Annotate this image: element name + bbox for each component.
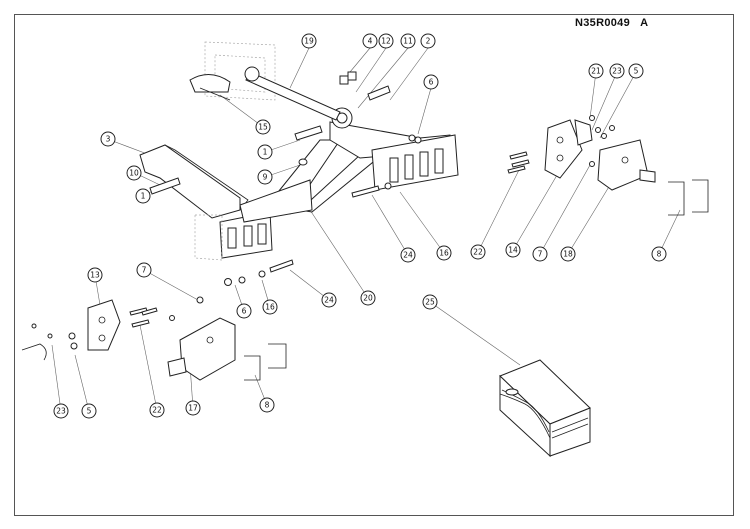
svg-text:8: 8 bbox=[657, 250, 662, 259]
callout-4: 4 bbox=[362, 33, 378, 49]
svg-text:15: 15 bbox=[258, 123, 268, 132]
callout-24: 24 bbox=[400, 247, 416, 263]
callout-23b: 23 bbox=[53, 403, 69, 419]
callout-7b: 7 bbox=[136, 262, 152, 278]
svg-text:12: 12 bbox=[381, 37, 391, 46]
callout-11: 11 bbox=[400, 33, 416, 49]
callouts: 19 4 12 11 2 6 15 3 1 9 10 1 24 16 20 21… bbox=[53, 33, 667, 419]
svg-text:21: 21 bbox=[591, 67, 601, 76]
callout-20: 20 bbox=[360, 290, 376, 306]
svg-text:5: 5 bbox=[634, 67, 639, 76]
callout-17: 17 bbox=[185, 400, 201, 416]
svg-text:23: 23 bbox=[612, 67, 622, 76]
callout-13: 13 bbox=[87, 267, 103, 283]
callout-22b: 22 bbox=[149, 402, 165, 418]
callout-10: 10 bbox=[126, 165, 142, 181]
callout-8b: 8 bbox=[259, 397, 275, 413]
callout-16b: 16 bbox=[262, 299, 278, 315]
callout-22: 22 bbox=[470, 244, 486, 260]
callout-15: 15 bbox=[255, 119, 271, 135]
right-bracket-assembly bbox=[507, 115, 709, 216]
callout-3: 3 bbox=[100, 131, 116, 147]
callout-6: 6 bbox=[423, 74, 439, 90]
svg-text:6: 6 bbox=[429, 78, 434, 87]
callout-1b: 1 bbox=[135, 188, 151, 204]
svg-text:4: 4 bbox=[368, 37, 373, 46]
callout-8: 8 bbox=[651, 246, 667, 262]
drawing-frame bbox=[14, 14, 734, 516]
callout-5: 5 bbox=[628, 63, 644, 79]
svg-text:24: 24 bbox=[403, 251, 413, 260]
svg-text:2: 2 bbox=[426, 37, 431, 46]
callout-19: 19 bbox=[301, 33, 317, 49]
left-bracket-assembly bbox=[21, 259, 294, 381]
svg-text:25: 25 bbox=[425, 298, 435, 307]
svg-text:1: 1 bbox=[263, 148, 268, 157]
svg-text:17: 17 bbox=[188, 404, 198, 413]
packaging-box bbox=[499, 359, 591, 458]
callout-25: 25 bbox=[422, 294, 438, 310]
svg-text:8: 8 bbox=[265, 401, 270, 410]
svg-text:23: 23 bbox=[56, 407, 66, 416]
callout-16: 16 bbox=[436, 245, 452, 261]
callout-24b: 24 bbox=[321, 292, 337, 308]
svg-text:9: 9 bbox=[263, 173, 268, 182]
svg-text:16: 16 bbox=[439, 249, 449, 258]
svg-text:18: 18 bbox=[563, 250, 573, 259]
svg-text:7: 7 bbox=[538, 250, 543, 259]
svg-text:22: 22 bbox=[152, 406, 162, 415]
svg-text:16: 16 bbox=[265, 303, 275, 312]
svg-text:5: 5 bbox=[87, 407, 92, 416]
svg-text:6: 6 bbox=[242, 307, 247, 316]
callout-7: 7 bbox=[532, 246, 548, 262]
callout-9: 9 bbox=[257, 169, 273, 185]
svg-text:20: 20 bbox=[363, 294, 373, 303]
drawing-number: N35R0049 A bbox=[575, 17, 648, 29]
callout-5b: 5 bbox=[81, 403, 97, 419]
svg-text:14: 14 bbox=[508, 246, 518, 255]
main-frame-assembly bbox=[139, 41, 459, 261]
svg-text:13: 13 bbox=[90, 271, 100, 280]
drawing-id-text: N35R0049 bbox=[575, 17, 630, 29]
svg-text:11: 11 bbox=[403, 37, 413, 46]
callout-1: 1 bbox=[257, 144, 273, 160]
drawing-revision: A bbox=[640, 17, 649, 29]
svg-text:24: 24 bbox=[324, 296, 334, 305]
svg-text:7: 7 bbox=[142, 266, 147, 275]
callout-6b: 6 bbox=[236, 303, 252, 319]
callout-18: 18 bbox=[560, 246, 576, 262]
callout-21: 21 bbox=[588, 63, 604, 79]
svg-text:19: 19 bbox=[304, 37, 314, 46]
leader-lines bbox=[51, 47, 681, 412]
callout-2: 2 bbox=[420, 33, 436, 49]
svg-text:1: 1 bbox=[141, 192, 146, 201]
callout-12: 12 bbox=[378, 33, 394, 49]
svg-text:3: 3 bbox=[106, 135, 111, 144]
svg-text:10: 10 bbox=[129, 169, 139, 178]
callout-23: 23 bbox=[609, 63, 625, 79]
callout-14: 14 bbox=[505, 242, 521, 258]
svg-text:22: 22 bbox=[473, 248, 483, 257]
